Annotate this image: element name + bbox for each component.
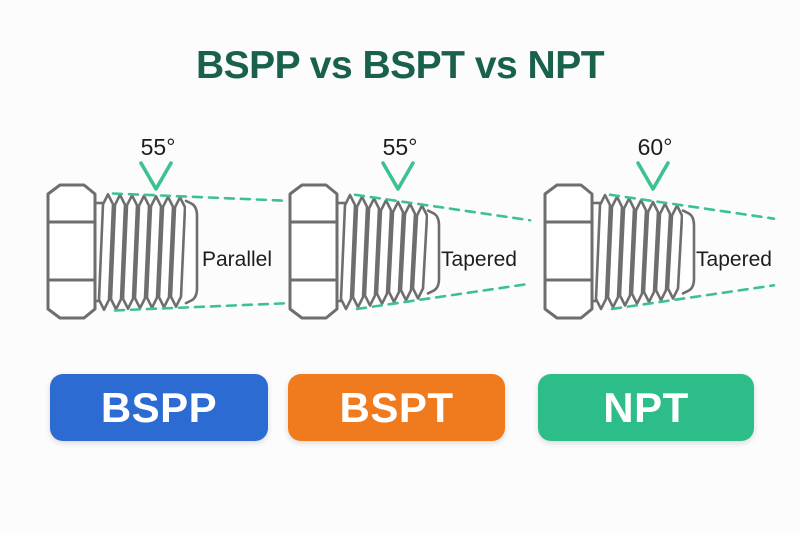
thread-angle-label: 55° xyxy=(382,134,418,160)
thread-angle-label: 55° xyxy=(140,134,176,160)
angle-marker-icon xyxy=(636,161,670,191)
thread-angle-label: 60° xyxy=(637,134,673,160)
fitting-drawing xyxy=(288,183,532,320)
npt-badge: NPT xyxy=(538,374,754,441)
thread-type-label: Tapered xyxy=(441,248,517,271)
angle-marker-icon xyxy=(381,161,415,191)
diagram-npt: 60° Tapered xyxy=(532,130,800,340)
thread-type-label: Parallel xyxy=(201,248,273,271)
fitting-drawing xyxy=(543,183,776,320)
page-title: BSPP vs BSPT vs NPT xyxy=(195,44,605,87)
diagram-bspt: 55° Tapered xyxy=(277,130,557,340)
angle-marker-icon xyxy=(139,161,173,191)
fitting-drawing xyxy=(46,183,287,320)
bspt-badge: BSPT xyxy=(288,374,505,441)
thread-type-label: Tapered xyxy=(696,248,772,271)
diagram-bspp: 55° Parallel xyxy=(35,130,315,340)
bspp-badge: BSPP xyxy=(50,374,268,441)
